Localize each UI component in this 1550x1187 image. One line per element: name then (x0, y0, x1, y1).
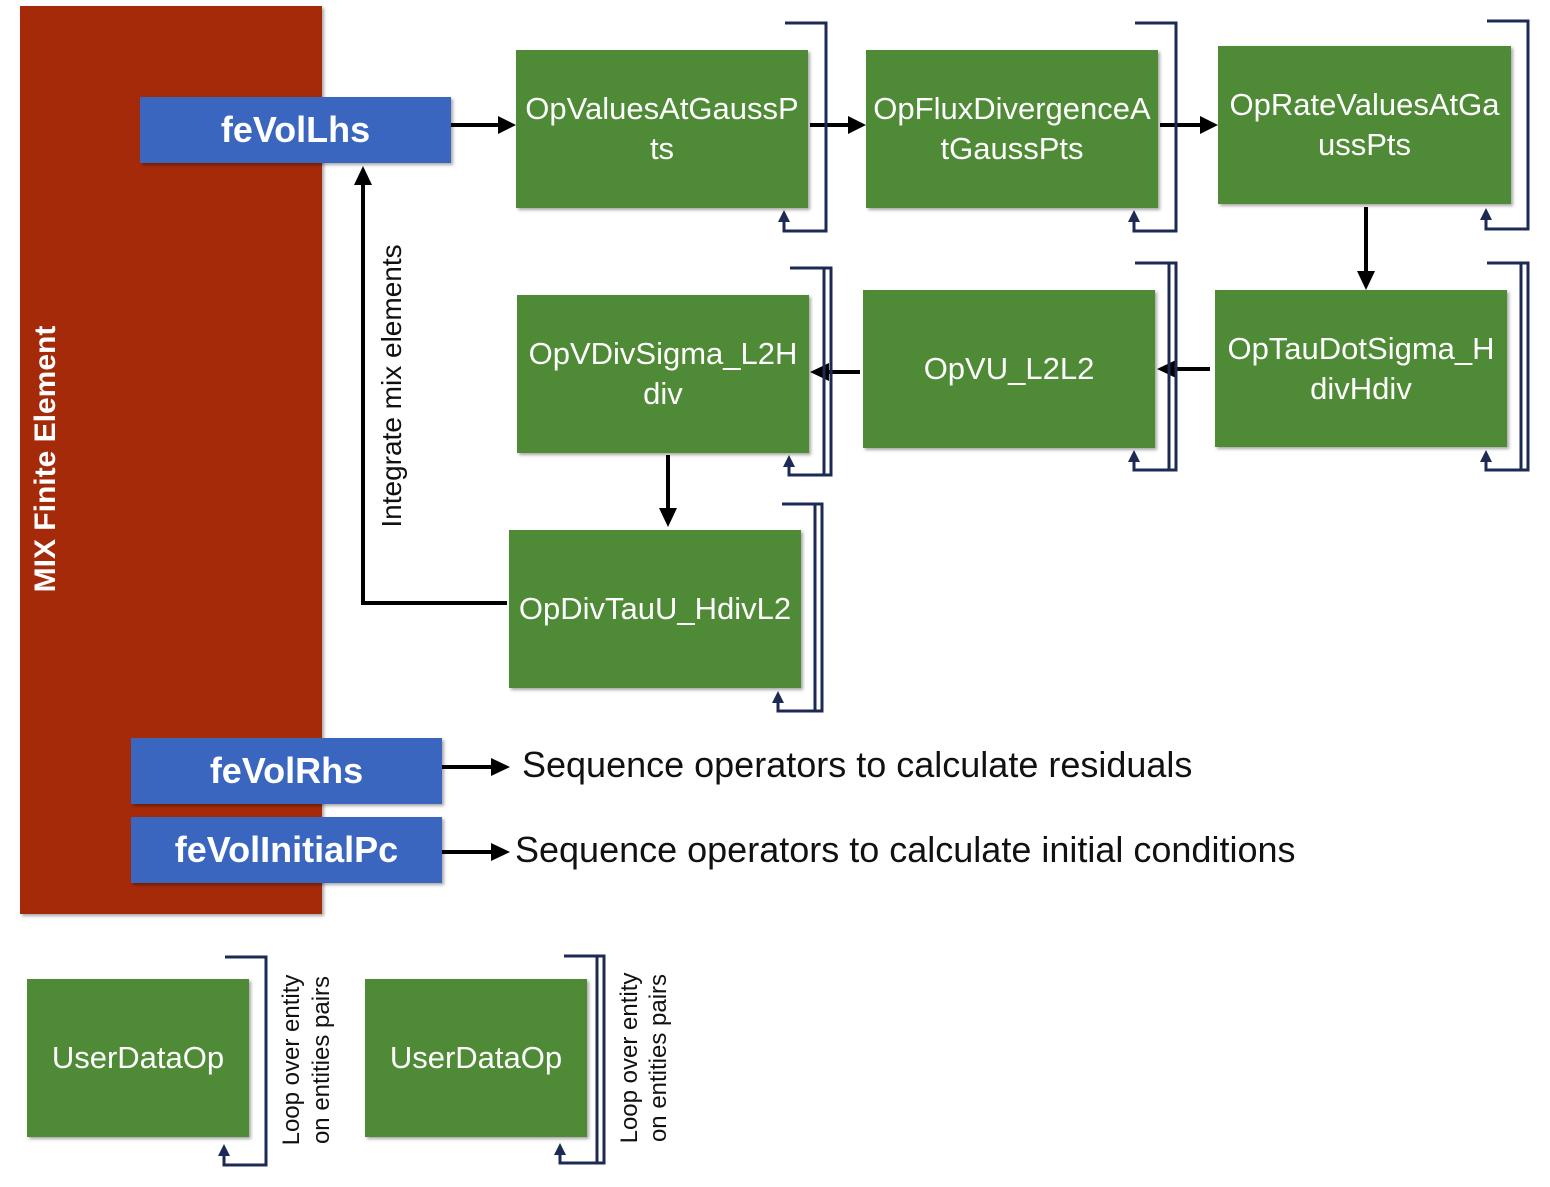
arrowhead-vdiv (810, 363, 829, 381)
arrowhead-rate (1200, 116, 1218, 134)
legend-single-loop-box: UserDataOp (27, 979, 249, 1137)
op-vu-box[interactable]: OpVU_L2L2 (863, 290, 1155, 448)
op-flux-divergence-label: OpFluxDivergenceAtGaussPts (873, 91, 1151, 166)
arrowhead-values (498, 116, 516, 134)
op-tau-dot-sigma-box[interactable]: OpTauDotSigma_HdivHdiv (1215, 290, 1507, 447)
residuals-text: Sequence operators to calculate residual… (522, 744, 1193, 785)
arrowhead-divtau (659, 508, 677, 527)
initial-conditions-text: Sequence operators to calculate initial … (515, 829, 1296, 870)
fe-vol-initial-pc-box[interactable]: feVolInitialPc (131, 817, 442, 883)
loop-head-values (778, 210, 790, 222)
op-rate-values-label: OpRateValuesAtGaussPts (1229, 87, 1500, 162)
op-flux-divergence-box[interactable]: OpFluxDivergenceAtGaussPts (866, 50, 1158, 208)
loop-bracket-vu-outer (1132, 261, 1178, 472)
arrowhead-tau (1357, 271, 1375, 290)
loop-bracket-vdiv-outer (787, 266, 833, 477)
fe-vol-lhs-box[interactable]: feVolLhs (140, 97, 451, 163)
op-values-at-gauss-pts-label: OpValuesAtGaussPts (525, 91, 799, 166)
loop-bracket-legend-single (222, 955, 268, 1167)
loop-bracket-tau-outer (1484, 261, 1530, 472)
legend-single-loop-label: UserDataOp (51, 1040, 225, 1075)
op-tau-dot-sigma-label: OpTauDotSigma_HdivHdiv (1227, 330, 1495, 406)
arrowhead-initial-text (491, 843, 510, 861)
op-vu-label: OpVU_L2L2 (923, 351, 1095, 386)
op-div-tau-u-label: OpDivTauU_HdivL2 (518, 591, 792, 626)
op-vdiv-sigma-label: OpVDivSigma_L2Hdiv (528, 336, 798, 411)
fe-vol-lhs-label: feVolLhs (220, 109, 371, 150)
loop-bracket-flux (1132, 21, 1178, 233)
arrowhead-rhs-text (491, 758, 510, 776)
legend-double-loop-label: UserDataOp (389, 1040, 563, 1075)
loop-head-legend-single (218, 1144, 230, 1156)
loop-bracket-values (782, 21, 828, 233)
arrowhead-lhs-return (354, 166, 372, 185)
op-div-tau-u-box[interactable]: OpDivTauU_HdivL2 (509, 530, 801, 688)
op-vdiv-sigma-box[interactable]: OpVDivSigma_L2Hdiv (517, 295, 809, 453)
loop-bracket-rate (1484, 19, 1530, 231)
arrowhead-flux (848, 116, 866, 134)
fe-vol-rhs-label: feVolRhs (209, 750, 364, 791)
op-values-at-gauss-pts-box[interactable]: OpValuesAtGaussPts (516, 50, 808, 208)
legend-double-loop-box: UserDataOp (365, 979, 587, 1137)
arrow-integrate-return (361, 185, 507, 605)
loop-head-divtau (772, 691, 784, 703)
loop-bracket-legend-double-outer (558, 954, 606, 1165)
loop-head-flux (1128, 210, 1140, 222)
fe-vol-rhs-box[interactable]: feVolRhs (131, 738, 442, 804)
loop-head-vdiv (783, 455, 795, 467)
fe-vol-initial-pc-label: feVolInitialPc (174, 829, 399, 870)
arrowhead-vu (1157, 360, 1176, 378)
loop-head-legend-double (554, 1143, 566, 1155)
loop-head-vu (1128, 450, 1140, 462)
loop-bracket-divtau-outer (776, 502, 824, 713)
loop-head-rate (1480, 208, 1492, 220)
op-rate-values-box[interactable]: OpRateValuesAtGaussPts (1218, 46, 1511, 204)
loop-head-tau (1480, 450, 1492, 462)
